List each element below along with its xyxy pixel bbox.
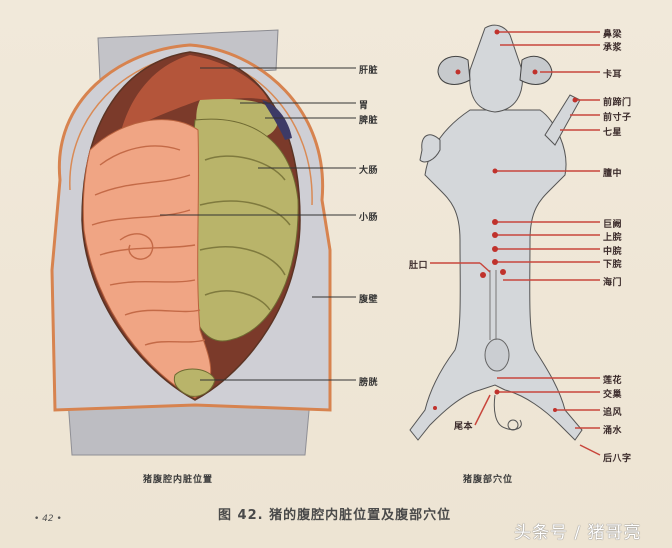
page-number: • 42 • <box>34 514 62 524</box>
label-abdominal-wall: 腹壁 <box>359 295 379 305</box>
acupoint-label: 前寸子 <box>603 113 632 123</box>
watermark: 头条号 / 猪哥亮 <box>514 523 642 543</box>
acupoint-label: 膻中 <box>603 169 623 179</box>
figure-title: 图 42. 猪的腹腔内脏位置及腹部穴位 <box>218 504 451 523</box>
acupoint-label: 下脘 <box>603 260 623 270</box>
acupoint-label: 海门 <box>603 278 623 288</box>
acupoint-label: 承浆 <box>603 43 623 53</box>
acupoint-label: 中脘 <box>603 247 623 257</box>
figure-title-text: 猪的腹腔内脏位置及腹部穴位 <box>269 508 452 523</box>
label-large-intestine: 大肠 <box>359 166 379 176</box>
acupoint-label: 交巢 <box>603 390 623 400</box>
label-bladder: 膀胱 <box>359 378 379 388</box>
acupoint-label: 上脘 <box>603 233 623 243</box>
abdominal-cavity-illustration <box>50 29 356 456</box>
acupoint-label: 前蹄门 <box>603 98 632 108</box>
acupoint-label: 卡耳 <box>603 70 623 80</box>
acupoint-label-left: 肚口 <box>409 261 429 271</box>
acupoint-label-left: 尾本 <box>454 422 474 432</box>
left-panel-caption: 猪腹腔内脏位置 <box>143 475 214 485</box>
acupoint-label: 七星 <box>603 128 623 138</box>
label-spleen: 脾脏 <box>359 116 379 126</box>
acupoint-label: 鼻梁 <box>603 30 623 40</box>
figure-number: 图 42. <box>218 508 264 523</box>
right-panel-caption: 猪腹部穴位 <box>463 475 514 485</box>
acupoint-label: 后八字 <box>603 454 632 464</box>
acupoint-label: 莲花 <box>603 376 623 386</box>
label-liver: 肝脏 <box>359 66 379 76</box>
acupoint-label: 追风 <box>603 408 623 418</box>
label-stomach: 胃 <box>359 101 369 111</box>
pig-belly-illustration <box>409 24 601 456</box>
label-small-intestine: 小肠 <box>359 213 379 223</box>
acupoint-label: 涌水 <box>603 426 623 436</box>
acupoint-label: 巨阙 <box>603 220 623 230</box>
